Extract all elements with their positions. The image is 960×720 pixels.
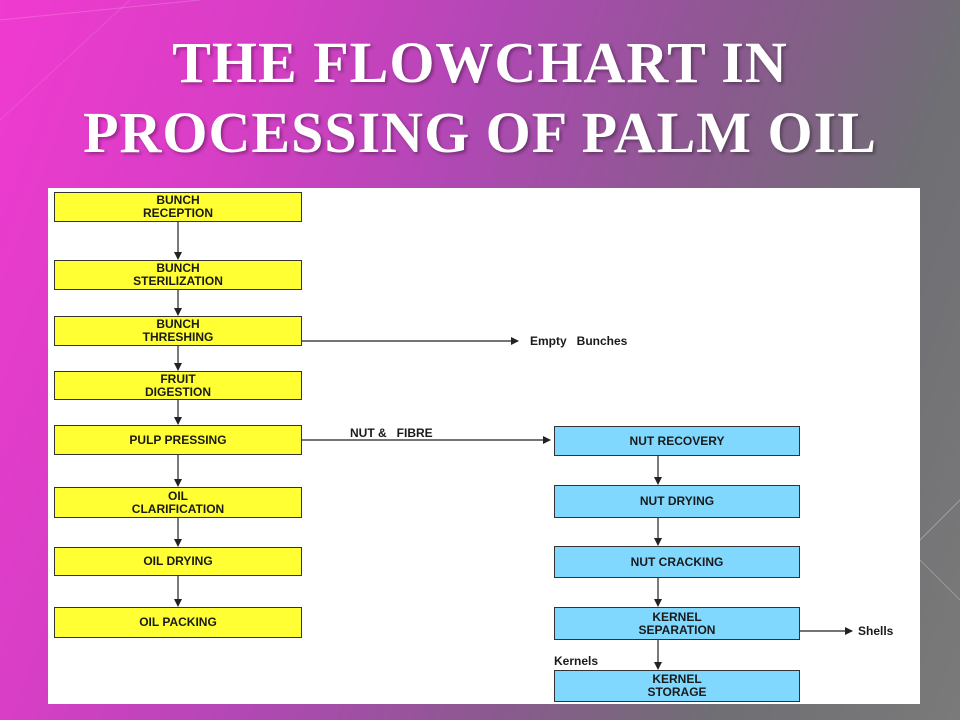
- title-line-2: PROCESSING OF PALM OIL: [83, 100, 877, 165]
- flowchart-connectors: [174, 222, 853, 670]
- step-oil-packing: OIL PACKING: [54, 607, 302, 638]
- step-nut-drying: NUT DRYING: [554, 485, 800, 518]
- label-shells: Shells: [858, 624, 894, 638]
- label-empty-bunches: Empty Bunches: [530, 334, 628, 348]
- flowchart-panel: BUNCH RECEPTION BUNCH STERILIZATION BUNC…: [48, 188, 920, 704]
- step-kernel-storage: KERNEL STORAGE: [554, 670, 800, 702]
- step-nut-cracking: NUT CRACKING: [554, 546, 800, 578]
- label-kernels: Kernels: [554, 654, 599, 668]
- step-bunch-threshing: BUNCH THRESHING: [54, 316, 302, 346]
- step-kernel-separation: KERNEL SEPARATION: [554, 607, 800, 640]
- slide-title: THE FLOWCHART IN PROCESSING OF PALM OIL: [0, 28, 960, 168]
- step-pulp-pressing: PULP PRESSING: [54, 425, 302, 455]
- step-oil-drying: OIL DRYING: [54, 547, 302, 576]
- title-line-1: THE FLOWCHART IN: [172, 30, 788, 95]
- step-bunch-reception: BUNCH RECEPTION: [54, 192, 302, 222]
- step-fruit-digestion: FRUIT DIGESTION: [54, 371, 302, 400]
- step-oil-clarification: OIL CLARIFICATION: [54, 487, 302, 518]
- label-nut-fibre: NUT & FIBRE: [350, 426, 433, 440]
- step-bunch-sterilization: BUNCH STERILIZATION: [54, 260, 302, 290]
- step-nut-recovery: NUT RECOVERY: [554, 426, 800, 456]
